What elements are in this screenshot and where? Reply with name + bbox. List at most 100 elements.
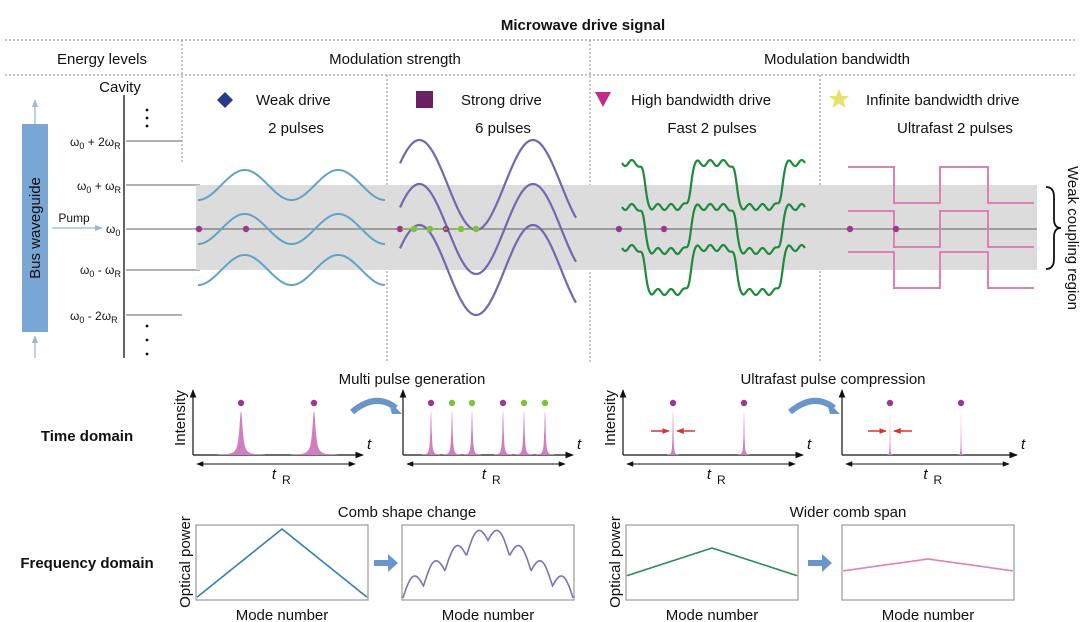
freq-plot-box [195,524,369,601]
time-ylabel: Intensity [172,390,189,446]
pulse-dot [426,225,434,233]
ellipsis-dot [145,116,149,120]
time-pulse-dot [520,399,528,407]
drive-infinite-bandwidth-pulses: Ultrafast 2 pulses [897,120,1013,137]
square-marker-icon [416,91,433,108]
time-domain-left-title: Multi pulse generation [339,371,486,388]
drive-strong-pulses: 6 pulses [475,120,531,137]
infinite-bandwidth-wave [848,210,1034,248]
time-pulse [217,411,265,455]
pump-label: Pump [58,211,90,225]
time-pulse [887,411,893,455]
infinite-bandwidth-wave [848,251,1034,289]
freq-xlabel: Mode number [236,607,329,622]
time-t-label: t [1021,436,1026,453]
time-pulse [738,411,750,455]
weak-coupling-brace [1045,186,1062,270]
bus-waveguide-label: Bus waveguide [27,177,44,279]
high-bandwidth-wave [621,158,806,212]
drive-strong-name: Strong drive [461,92,542,109]
freq-ylabel: Optical power [177,516,194,608]
svg-text:ω0 + 2ωR: ω0 + 2ωR [70,135,121,151]
figure-title: Microwave drive signal [501,17,665,34]
level-plus1: ω0 + ωR [77,179,121,195]
ellipsis-dot [145,338,149,342]
pulse-dot [457,225,465,233]
time-pulse-dot [237,399,245,407]
time-pulse [958,411,964,455]
comb-envelope [196,527,368,598]
time-pulse [421,411,441,455]
time-domain-label: Time domain [41,428,133,445]
period-subscript: R [934,473,943,487]
svg-text:ω0: ω0 [106,222,120,238]
modulation-bandwidth-header: Modulation bandwidth [764,51,910,68]
pulse-dot [242,225,250,233]
period-subscript: R [282,473,291,487]
weak-coupling-label: Weak coupling region [1064,166,1080,310]
drive-infinite-bandwidth-header: Infinite bandwidth drive Ultrafast 2 pul… [829,89,1019,137]
time-pulse [493,411,513,455]
svg-text:ω0 - ωR: ω0 - ωR [80,263,121,279]
freq-plot-box [625,524,799,601]
drive-high-bandwidth-name: High bandwidth drive [631,92,771,109]
time-domain-right-title: Ultrafast pulse compression [740,371,925,388]
time-pulse [535,411,555,455]
pulse-dot [615,225,623,233]
svg-text:ω0 + ωR: ω0 + ωR [77,179,121,195]
time-pulse-dot [310,399,318,407]
star-marker-icon [829,89,849,108]
time-ylabel: Intensity [602,390,619,446]
strong-drive-wave [399,182,577,276]
period-label: t [272,466,277,483]
energy-levels-header: Energy levels [57,51,147,68]
drive-weak-header: Weak drive 2 pulses [217,92,331,137]
pulse-dot [892,225,900,233]
diamond-marker-icon [217,92,233,108]
time-t-label: t [577,436,582,453]
level-plus2: ω0 + 2ωR [70,135,121,151]
ellipsis-dot [145,324,149,328]
period-label: t [923,466,928,483]
drive-weak-name: Weak drive [256,92,331,109]
comb-envelope [626,547,798,577]
freq-plot-box [401,524,575,601]
comb-envelope [842,558,1014,572]
drive-high-bandwidth-header: High bandwidth drive Fast 2 pulses [595,92,771,137]
time-t-label: t [367,436,372,453]
frequency-domain-left-title: Comb shape change [338,504,476,521]
period-subscript: R [717,473,726,487]
weak-drive-wave [198,213,385,245]
freq-xlabel: Mode number [882,607,975,622]
freq-ylabel: Optical power [607,516,624,608]
pulse-dot [846,225,854,233]
period-label: t [707,466,712,483]
drive-infinite-bandwidth-name: Infinite bandwidth drive [866,92,1019,109]
freq-xlabel: Mode number [666,607,759,622]
drive-strong-header: Strong drive 6 pulses [416,91,542,137]
comb-envelope [402,529,574,599]
pulse-dot [396,225,404,233]
drive-high-bandwidth-pulses: Fast 2 pulses [667,120,756,137]
curved-arrow-head [388,400,402,414]
time-t-label: t [807,436,812,453]
level-zero: ω0 [106,222,120,238]
time-pulse-dot [541,399,549,407]
high-bandwidth-wave [621,202,806,256]
level-minus2: ω0 - 2ωR [70,309,118,325]
time-pulse-dot [957,399,965,407]
curved-arrow-head [826,400,840,414]
time-pulse [514,411,534,455]
freq-xlabel: Mode number [442,607,535,622]
freq-plot-box [841,524,1015,601]
time-pulse [462,411,482,455]
frequency-domain-label: Frequency domain [20,555,153,572]
ellipsis-dot [145,108,149,112]
infinite-bandwidth-wave [848,166,1034,204]
time-pulse [290,411,338,455]
time-pulse-dot [740,399,748,407]
time-pulse [442,411,462,455]
